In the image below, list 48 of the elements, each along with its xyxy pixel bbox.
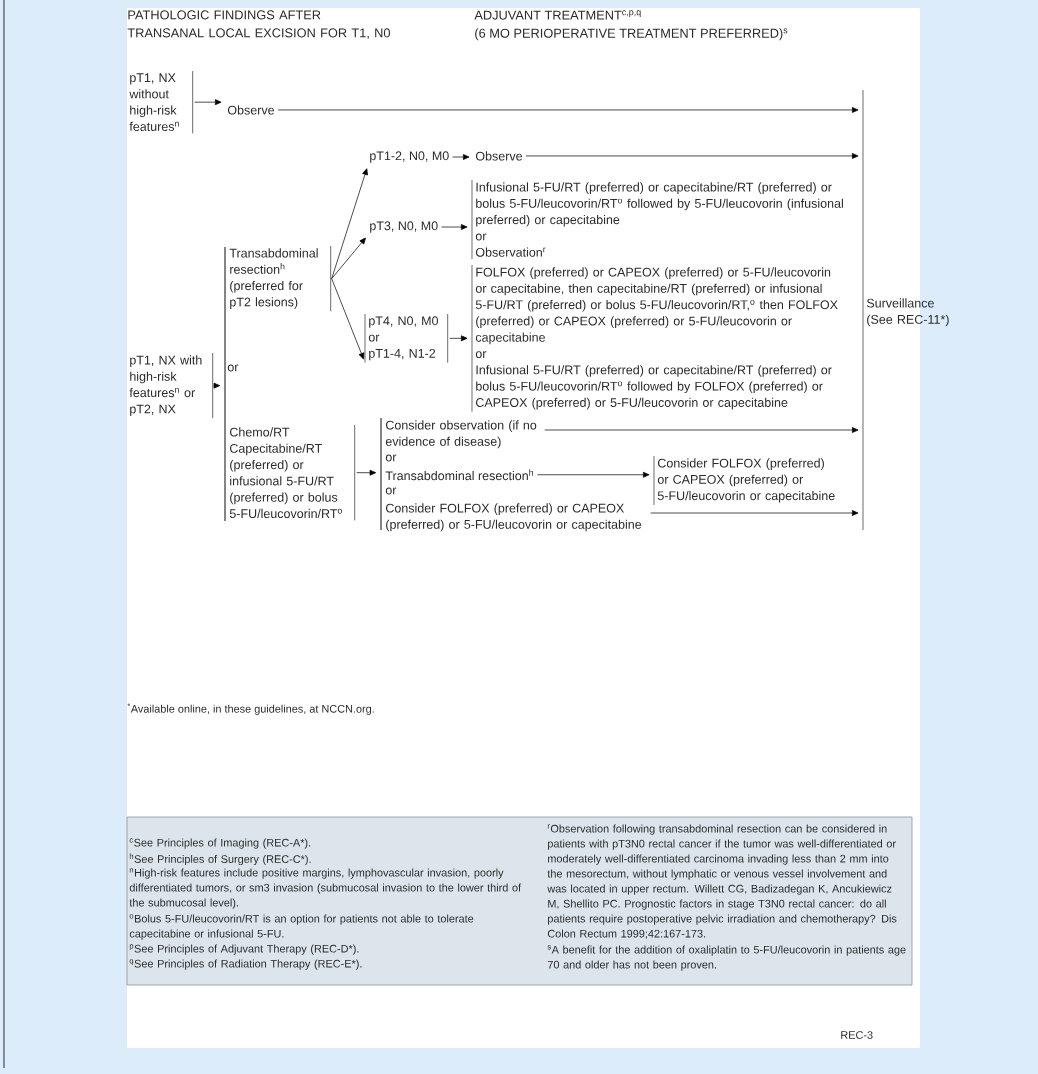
- footnote: $^{n}$High-risk features include positive margins, lymphovascular invasion, poorly differentiated tumors, or sm3 invasion (submucosal invasion to the lower third of the submucosal level).: [129, 868, 522, 909]
- footnote: $^{p}$See Principles of Adjuvant Therapy (REC-D*).: [129, 944, 359, 955]
- arrow: [213, 382, 221, 389]
- footnote: $^{r}$Observation following transabdominal resection can be considered in patients with pT3N0 rectal cancer if the tumor was well-differentiated or moderately well-differentiated carcinoma invading less than 2 mm into the mesorectum, without lymphatic or venous vessel involvement and was located in upper rectum. Willett CG, Badizadegan K, Ancukiewicz M, Shellito PC. Prognostic factors in stage T3N0 rectal cancer: do all patients require postoperative pelvic irradiation and chemotherapy? Dis Colon Rectum 1999;42:167-173.: [547, 824, 897, 939]
- arrow: [449, 335, 468, 342]
- treatment-text: FOLFOX (preferred) or CAPEOX (preferred) or 5-FU/leucovorin or capecitabine, then capecitabine/RT (preferred) or infusional 5-FU/RT (preferred) or bolus 5-FU/leucovorin/RT,$^{o}$ then FOLFOX (preferred) or CAPEOX (preferred) or 5-FU/leucovorin or capecitabine or Infusional 5-FU/RT (preferred) or capecitabine/RT (preferred) or bolus 5-FU/leucovorin/RT$^{o}$ followed by FOLFOX (preferred) or CAPEOX (preferred) or 5-FU/leucovorin or capecitabine: [471, 264, 838, 413]
- treatment-text: Infusional 5-FU/RT (preferred) or capecitabine/RT (preferred) or bolus 5-FU/leucovorin/RT$^{o}$ followed by 5-FU/leucovorin (infusional preferred) or capecitabine or Observation$^{r}$: [471, 179, 843, 260]
- stage-label: pT1-2, N0, M0: [370, 151, 449, 163]
- treatment-option: Transabdominal resection$^{h}$ (preferred for pT2 lesions): [229, 245, 332, 312]
- stage-label: pT4, N0, M0 or pT1-4, N1-2: [364, 313, 449, 363]
- treatment-text: Consider FOLFOX (preferred) or CAPEOX (preferred) or 5-FU/leucovorin or capecitabine: [653, 455, 835, 506]
- finding-label: pT1, NX without high-risk features$^{n}$: [129, 70, 194, 134]
- step-label: Observe: [227, 105, 275, 115]
- arrow: [650, 510, 859, 516]
- footnote: $^{c}$See Principles of Imaging (REC-A*).: [129, 838, 311, 849]
- column-heading: (6 MO PERIOPERATIVE TREATMENT PREFERRED)$^{s}$: [475, 28, 788, 41]
- arrow: [356, 469, 377, 476]
- arrow: [544, 427, 859, 433]
- footnote: $^{h}$See Principles of Surgery (REC-C*).: [129, 853, 311, 866]
- arrow: [525, 153, 859, 159]
- footnote: $^{s}$A benefit for the addition of oxaliplatin to 5-FU/leucovorin in patients age 70 and older has not been proven.: [547, 945, 906, 971]
- page-number: REC-3: [841, 1031, 873, 1039]
- or-label: or: [227, 364, 239, 372]
- treatment-text: Consider observation (if no evidence of disease): [385, 420, 537, 449]
- arrow: [331, 278, 365, 360]
- step-label: Observe: [475, 151, 523, 161]
- arrow: [537, 471, 650, 478]
- footnote: $^{*}$Available online, in these guidelines, at NCCN.org.: [127, 703, 374, 715]
- footnote: $^{o}$Bolus 5-FU/leucovorin/RT is an option for patients not able to tolerate capecitabine or infusional 5-FU.: [129, 914, 474, 940]
- treatment-option: Chemo/RT Capecitabine/RT (preferred) or infusional 5-FU/RT (preferred) or bolus 5-FU/leucovorin/RT$^{o}$: [229, 424, 356, 521]
- treatment-text: Transabdominal resection$^{h}$: [385, 469, 533, 481]
- arrow: [194, 99, 222, 106]
- arrow: [331, 237, 366, 279]
- arrow: [331, 168, 368, 279]
- or-label: or: [385, 487, 397, 495]
- bracket-line: [224, 246, 226, 522]
- arrow: [452, 154, 470, 160]
- column-heading: PATHOLOGIC FINDINGS AFTER TRANSANAL LOCAL EXCISION FOR T1, N0: [127, 10, 390, 39]
- footnote: $^{q}$See Principles of Radiation Therapy (REC-E*).: [129, 959, 362, 970]
- finding-label: pT1, NX with high-risk features$^{n}$ or pT2, NX: [129, 352, 214, 419]
- arrow: [441, 224, 468, 230]
- or-label: or: [385, 454, 397, 462]
- column-heading: ADJUVANT TREATMENT$^{c,p,q}$: [474, 10, 641, 20]
- arrow: [277, 107, 859, 113]
- treatment-text: Consider FOLFOX (preferred) or CAPEOX (preferred) or 5-FU/leucovorin or capecitabine: [386, 503, 642, 532]
- stage-label: pT3, N0, M0: [370, 221, 438, 233]
- bracket-line: [380, 417, 382, 531]
- outcome-label: Surveillance (See REC-11*): [862, 89, 949, 531]
